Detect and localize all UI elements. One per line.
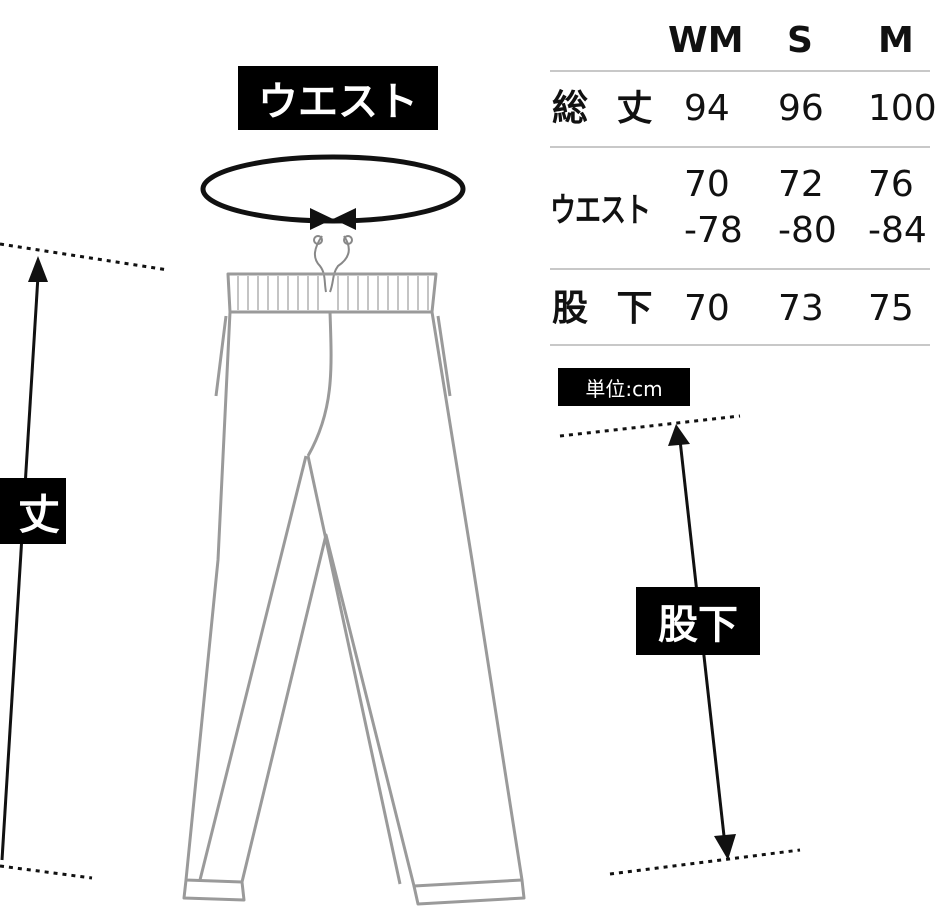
row-label-inseam: 股 下 — [552, 288, 661, 329]
total-length-measure — [0, 242, 169, 880]
table-rule — [550, 344, 930, 346]
cell-total-s: 96 — [778, 88, 824, 129]
table-rule — [550, 70, 930, 72]
cell-waist-m: 76 -84 — [868, 164, 927, 251]
drawstring-icon — [313, 235, 353, 293]
row-label-waist: ウエスト — [550, 191, 651, 231]
waist-label: ウエスト — [238, 66, 438, 130]
column-header-m: M — [878, 20, 914, 61]
cell-waist-s: 72 -80 — [778, 164, 837, 251]
table-rule — [550, 268, 930, 270]
pants-icon — [182, 272, 526, 906]
cell-total-wm: 94 — [684, 88, 730, 129]
cell-total-m: 100 — [868, 88, 937, 129]
cell-inseam-m: 75 — [868, 288, 914, 329]
total-length-label: 丈 — [0, 478, 66, 544]
inseam-label: 股下 — [636, 587, 760, 655]
waist-measure-icon — [200, 154, 466, 230]
pants-measurement-diagram — [0, 154, 801, 906]
cell-inseam-s: 73 — [778, 288, 824, 329]
column-header-wm: WM — [668, 20, 744, 61]
cell-waist-wm: 70 -78 — [684, 164, 743, 251]
column-header-s: S — [787, 20, 813, 61]
row-label-total-length: 総 丈 — [552, 88, 661, 129]
table-rule — [550, 146, 930, 148]
unit-label: 単位:cm — [558, 368, 690, 406]
cell-inseam-wm: 70 — [684, 288, 730, 329]
